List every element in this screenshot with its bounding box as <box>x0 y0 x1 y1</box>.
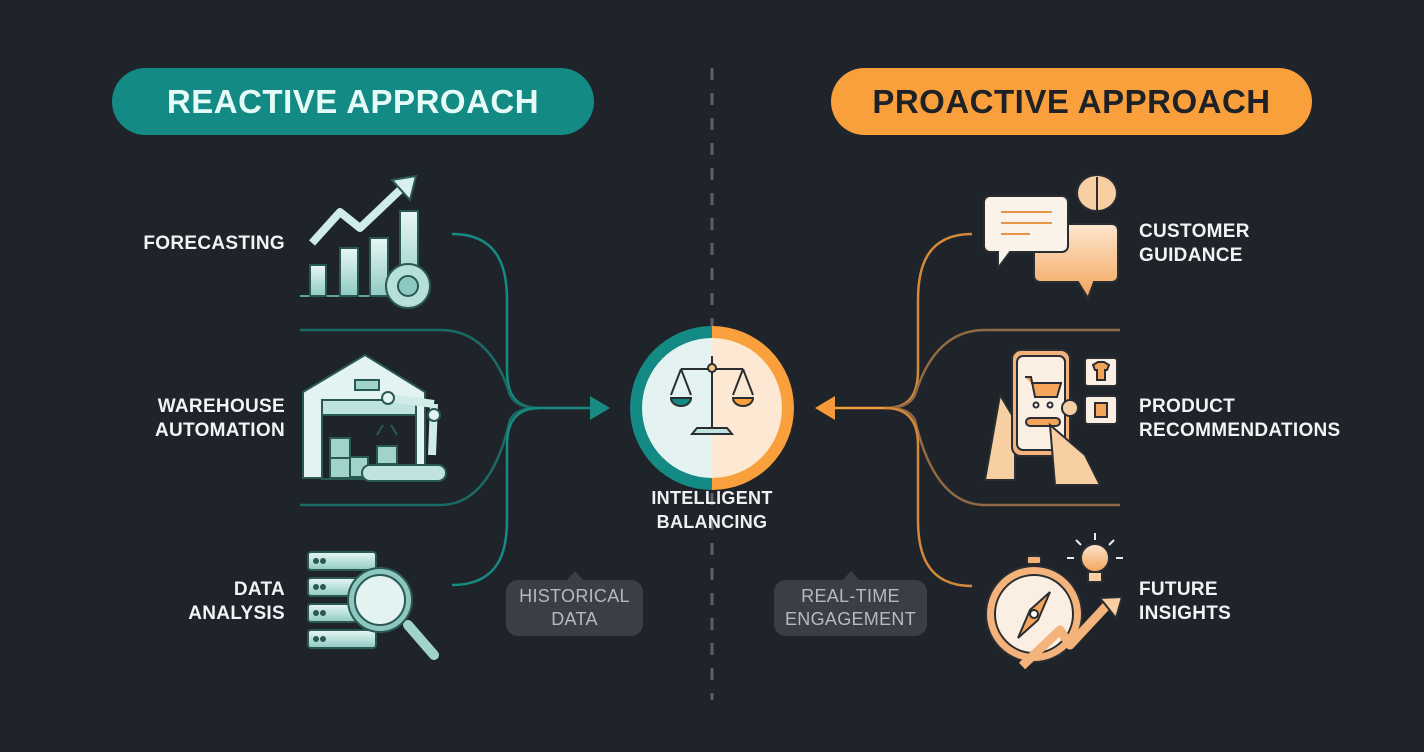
item-label-line1: PRODUCT <box>1139 396 1236 417</box>
historical-data-tag: HISTORICAL DATA <box>506 580 643 636</box>
item-label-line2: RECOMMENDATIONS <box>1139 420 1341 441</box>
warehouse-robot-arm-icon <box>302 353 447 482</box>
proactive-item-product-recommendations: PRODUCT RECOMMENDATIONS <box>1139 395 1399 443</box>
proactive-connectors <box>815 232 1120 588</box>
server-magnifier-icon <box>307 551 439 660</box>
item-label-line1: WAREHOUSE <box>157 396 285 417</box>
center-label-line1: INTELLIGENT <box>651 488 773 508</box>
reactive-approach-title: REACTIVE APPROACH <box>112 68 594 135</box>
item-label-line1: FORECASTING <box>143 233 285 254</box>
reactive-item-warehouse-automation: WAREHOUSE AUTOMATION <box>100 395 285 443</box>
real-time-engagement-tag: REAL-TIME ENGAGEMENT <box>774 580 927 636</box>
tag-line2: ENGAGEMENT <box>784 609 916 629</box>
tag-line2: DATA <box>551 609 598 629</box>
item-label-line2: GUIDANCE <box>1139 245 1243 266</box>
arrow-right-icon <box>590 396 610 420</box>
intelligent-balancing-label: INTELLIGENT BALANCING <box>612 486 812 534</box>
item-label-line2: ANALYSIS <box>188 603 285 624</box>
proactive-approach-title: PROACTIVE APPROACH <box>831 68 1312 135</box>
compass-lightbulb-icon <box>985 533 1124 670</box>
center-label-line2: BALANCING <box>656 512 768 532</box>
item-label-line1: FUTURE <box>1139 579 1218 600</box>
bar-chart-gear-icon <box>300 174 431 309</box>
reactive-item-forecasting: FORECASTING <box>100 232 285 256</box>
item-label-line1: DATA <box>233 579 285 600</box>
reactive-connectors <box>300 232 610 587</box>
tag-line1: REAL-TIME <box>801 586 900 606</box>
item-label-line2: INSIGHTS <box>1139 603 1232 624</box>
chat-bubbles-brain-icon <box>983 174 1119 301</box>
tag-line1: HISTORICAL <box>519 586 630 606</box>
item-label-line1: CUSTOMER <box>1139 221 1250 242</box>
proactive-item-future-insights: FUTURE INSIGHTS <box>1139 578 1379 626</box>
phone-cart-icon <box>983 349 1118 486</box>
balance-scale-icon <box>630 326 794 490</box>
arrow-left-icon <box>815 396 835 420</box>
proactive-item-customer-guidance: CUSTOMER GUIDANCE <box>1139 220 1379 268</box>
item-label-line2: AUTOMATION <box>154 420 285 441</box>
reactive-item-data-analysis: DATA ANALYSIS <box>100 578 285 626</box>
